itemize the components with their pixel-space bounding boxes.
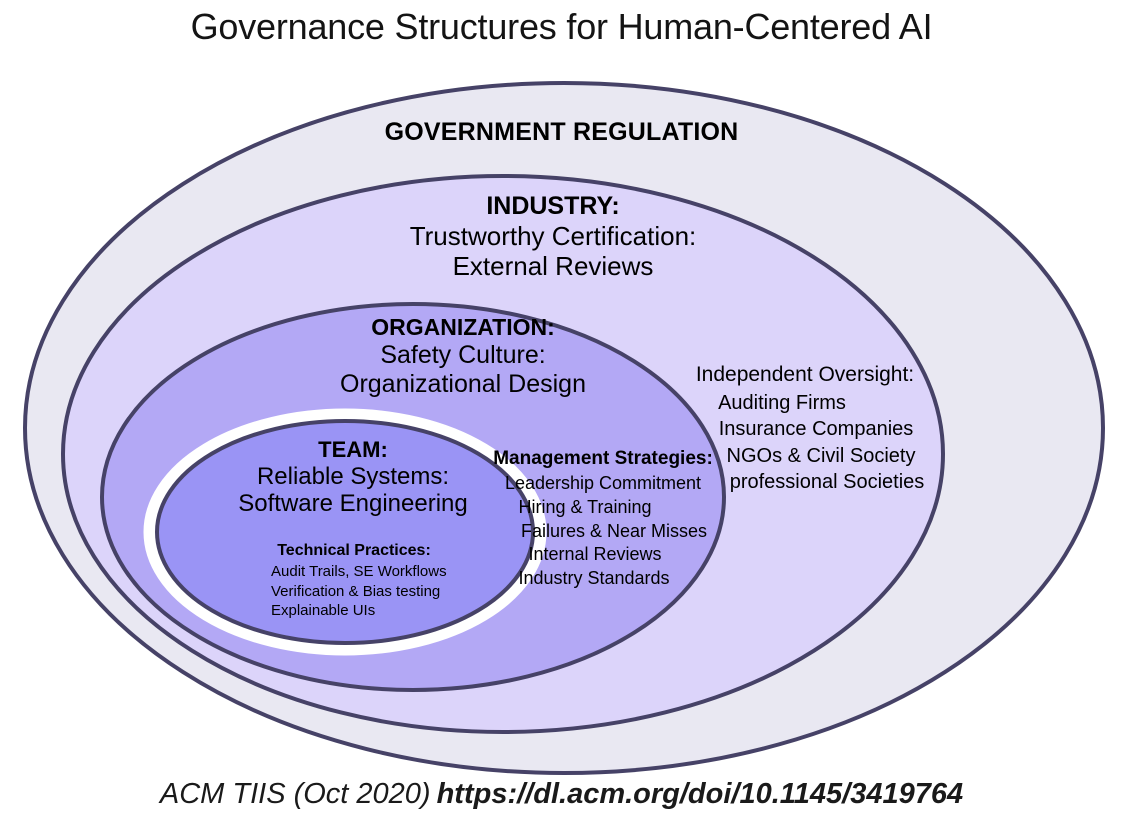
management-strategies-item: Hiring & Training <box>518 496 652 517</box>
management-strategies-item: Internal Reviews <box>528 544 662 565</box>
independent-oversight-item: Insurance Companies <box>718 418 914 441</box>
technical-practices-item: Explainable UIs <box>271 601 376 619</box>
technical-practices-item: Verification & Bias testing <box>271 582 441 600</box>
citation-url[interactable]: https://dl.acm.org/doi/10.1145/3419764 <box>436 778 964 810</box>
page-title: Governance Structures for Human-Centered… <box>190 6 933 47</box>
independent-oversight-item: professional Societies <box>729 470 925 493</box>
independent-oversight-heading: Independent Oversight: <box>695 363 915 386</box>
management-strategies-item: Industry Standards <box>518 568 670 589</box>
management-strategies-item: Leadership Commitment <box>504 473 702 494</box>
footer-citation: ACM TIIS (Oct 2020)https://dl.acm.org/do… <box>0 778 1123 811</box>
block-independent-oversight: Independent Oversight: Auditing Firms In… <box>672 361 938 495</box>
citation-source: ACM TIIS (Oct 2020) <box>159 778 431 810</box>
ellipse-team <box>155 419 535 645</box>
technical-practices-heading: Technical Practices: <box>277 542 431 559</box>
technical-practices-item: Audit Trails, SE Workflows <box>271 563 447 581</box>
independent-oversight-item: Auditing Firms <box>718 391 846 414</box>
block-management-strategies: Management Strategies: Leadership Commit… <box>492 446 714 591</box>
independent-oversight-item: NGOs & Civil Society <box>726 444 916 467</box>
management-strategies-heading: Management Strategies: <box>493 448 713 469</box>
block-technical-practices: Technical Practices: Audit Trails, SE Wo… <box>178 541 530 620</box>
management-strategies-item: Failures & Near Misses <box>520 520 708 541</box>
